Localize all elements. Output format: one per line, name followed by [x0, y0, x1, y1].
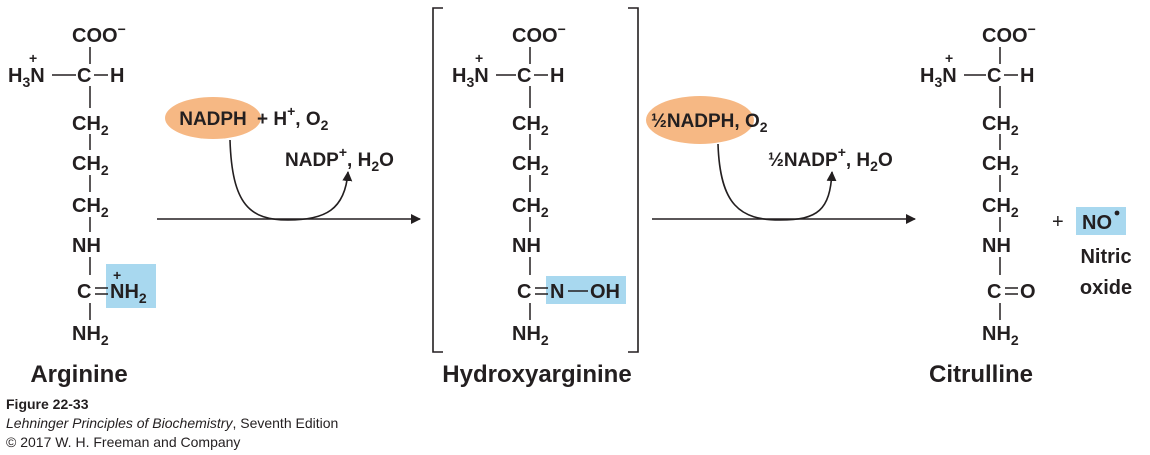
carbonyl-carbon: C: [987, 281, 1001, 303]
half-nadph-label: ½NADPH, O2: [651, 111, 768, 135]
copyright-line: © 2017 W. H. Freeman and Company: [6, 434, 241, 450]
plus-sign: +: [1052, 211, 1064, 233]
amino-charge: +: [29, 50, 37, 66]
guanidino-carbon: C: [517, 281, 531, 303]
hydroxyl-oh: OH: [590, 281, 620, 303]
nitric-label: Nitric: [1080, 246, 1131, 268]
nadph-cofactor-oval: [165, 97, 261, 139]
nadp-h2o-products: NADP+, H2O: [285, 144, 394, 174]
arginine-structure: COO− + H3N C H CH2 CH2 CH2 NH C + NH2 NH…: [8, 21, 156, 388]
ch2-2: CH2: [72, 153, 109, 178]
amino-charge: +: [475, 50, 483, 66]
carboxylate-group: COO−: [72, 21, 126, 47]
imino-charge: +: [113, 267, 121, 283]
citrulline-label: Citrulline: [929, 361, 1033, 388]
alpha-carbon: C: [77, 65, 91, 87]
nadph-label: NADPH: [179, 109, 247, 130]
book-title: Lehninger Principles of Biochemistry: [6, 415, 233, 431]
reaction-step-2: ½NADPH, O2 ½NADP+, H2O: [646, 96, 916, 224]
arginine-label: Arginine: [30, 361, 127, 388]
ch2-3: CH2: [982, 195, 1019, 220]
amide-nh2: NH2: [72, 323, 109, 348]
right-bracket: [628, 7, 639, 353]
amide-nh2: NH2: [982, 323, 1019, 348]
ch2-3: CH2: [72, 195, 109, 220]
amino-group: H3N: [8, 65, 45, 90]
hydroxyarginine-label: Hydroxyarginine: [442, 361, 631, 388]
carboxylate-group: COO−: [512, 21, 566, 47]
book-credit: Lehninger Principles of Biochemistry, Se…: [6, 414, 338, 433]
hydroxyl-n: N: [550, 281, 564, 303]
alpha-hydrogen: H: [110, 65, 124, 87]
oxide-label: oxide: [1080, 277, 1132, 299]
carbonyl-oxygen: O: [1020, 281, 1036, 303]
ch2-2: CH2: [982, 153, 1019, 178]
ch2-2: CH2: [512, 153, 549, 178]
guanidinium-highlight: [106, 264, 156, 308]
hydroxyarginine-structure: COO− + H3N C H CH2 CH2 CH2 NH C N OH NH2…: [432, 7, 639, 388]
nitric-oxide-product: + NO Nitric oxide: [1052, 207, 1132, 299]
book-edition: , Seventh Edition: [232, 415, 339, 431]
nh-group: NH: [72, 235, 101, 257]
guanidino-carbon: C: [77, 281, 91, 303]
reaction-step-1: NADPH + H+, O2 NADP+, H2O: [157, 97, 421, 224]
nh-group: NH: [982, 235, 1011, 257]
left-bracket: [432, 7, 443, 353]
amide-nh2: NH2: [512, 323, 549, 348]
no-radical-formula: NO: [1082, 212, 1112, 234]
figure-caption: Figure 22-33 Lehninger Principles of Bio…: [6, 395, 338, 452]
ch2-3: CH2: [512, 195, 549, 220]
half-nadph-cofactor-oval: [646, 96, 754, 144]
cofactor-curve-1: [229, 139, 353, 221]
cofactor-curve-2: [717, 143, 837, 221]
amino-charge: +: [945, 50, 953, 66]
citrulline-structure: COO− + H3N C H CH2 CH2 CH2 NH C O NH2 Ci…: [920, 21, 1036, 388]
figure-number: Figure 22-33: [6, 396, 89, 412]
plus-h-label: + H+, O2: [257, 103, 329, 133]
nh-group: NH: [512, 235, 541, 257]
alpha-carbon: C: [987, 65, 1001, 87]
alpha-hydrogen: H: [550, 65, 564, 87]
amino-group: H3N: [920, 65, 957, 90]
half-nadp-h2o-products: ½NADP+, H2O: [768, 144, 893, 174]
amino-group: H3N: [452, 65, 489, 90]
hydroxylamine-highlight: [546, 276, 626, 304]
carboxylate-group: COO−: [982, 21, 1036, 47]
radical-dot: [1114, 210, 1120, 216]
alpha-carbon: C: [517, 65, 531, 87]
alpha-hydrogen: H: [1020, 65, 1034, 87]
